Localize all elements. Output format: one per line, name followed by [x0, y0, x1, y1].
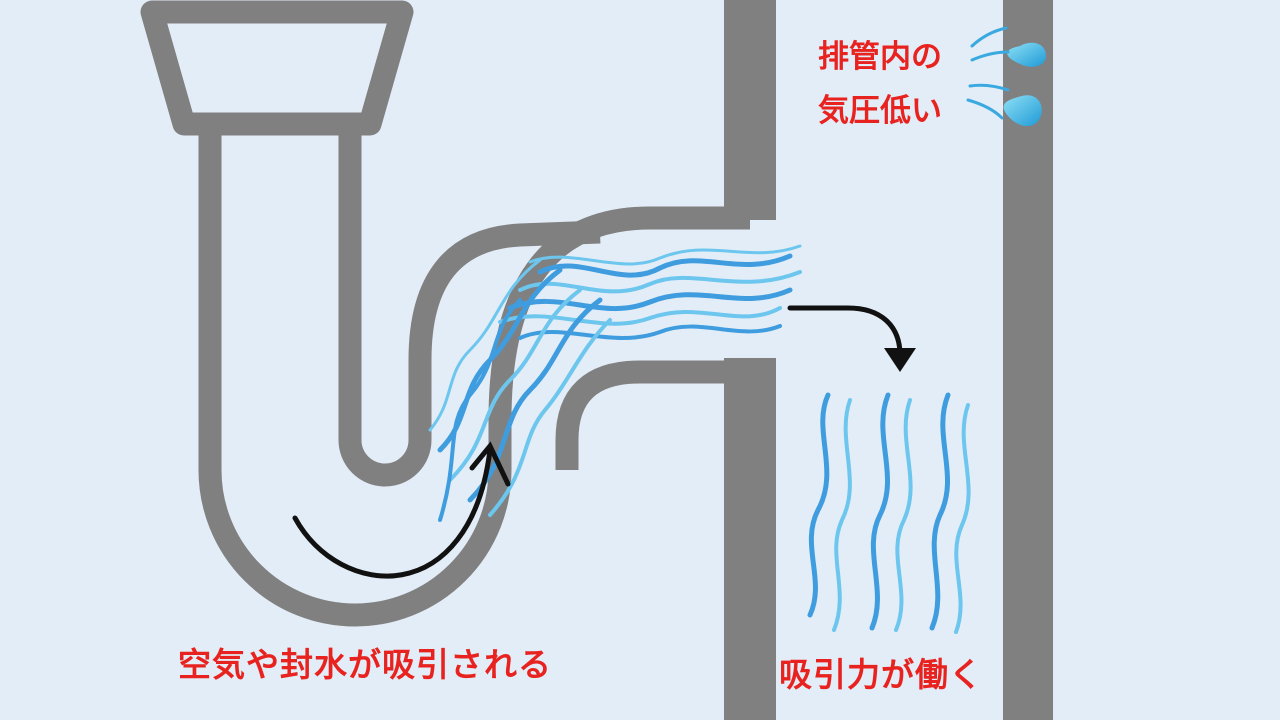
water-flow-horizontal [498, 244, 802, 340]
arrow-head [884, 348, 916, 372]
curved-arrow-down-icon [787, 305, 903, 358]
pressure-label-line1: 排管内の [818, 39, 942, 75]
curved-arrow-up-icon [292, 441, 511, 579]
pressure-label-line2: 気圧低い [818, 93, 942, 129]
pressure-label: 排管内の 気圧低い [818, 30, 942, 138]
suction-label: 吸引力が働く [779, 655, 983, 694]
water-flow-bend [428, 258, 612, 522]
sink-basin [140, 0, 414, 136]
water-falling [807, 392, 971, 634]
sweat-droplets-icon [966, 26, 1046, 127]
siphon-label: 空気や封水が吸引される [178, 645, 552, 684]
s-trap-pipe [198, 130, 750, 627]
drain-stack [724, 0, 1053, 720]
